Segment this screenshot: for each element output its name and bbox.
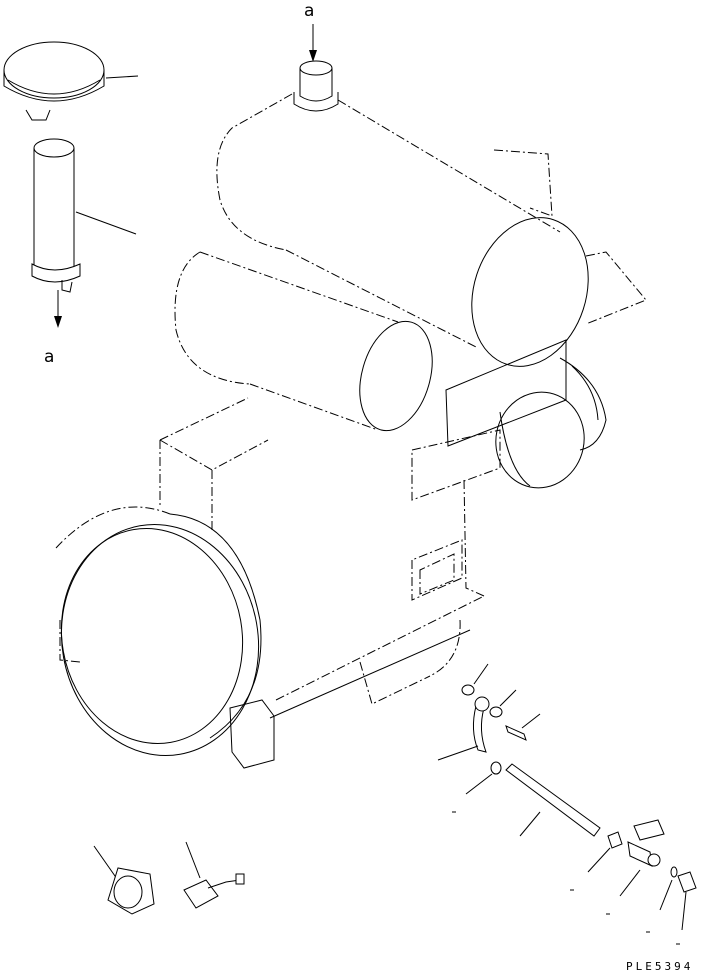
bolt [505,725,527,741]
ground-strap [505,763,601,837]
intake-pipe [31,138,137,293]
bracket [633,819,665,841]
fan-guard [411,251,647,501]
reference-label-left: a [44,347,54,367]
reference-arrow-left: a [44,290,62,367]
drawing-code: PLE5394 [626,960,693,973]
switch [183,879,219,909]
precleaner-cap [3,41,139,121]
engine-block [59,397,485,705]
index-ticks [452,811,680,945]
reference-arrow-top: a [304,1,317,62]
washer [461,684,475,696]
flywheel-housing [55,506,471,769]
ground-strap-assembly [437,663,697,931]
leader-line [75,211,137,235]
reference-label-top: a [304,1,314,21]
leader-line [105,75,139,79]
air-cleaner-inlet [293,60,339,112]
relay-parts [93,841,245,915]
air-cleaner-body [216,93,589,367]
bolt [677,871,697,893]
muffler [174,251,433,432]
